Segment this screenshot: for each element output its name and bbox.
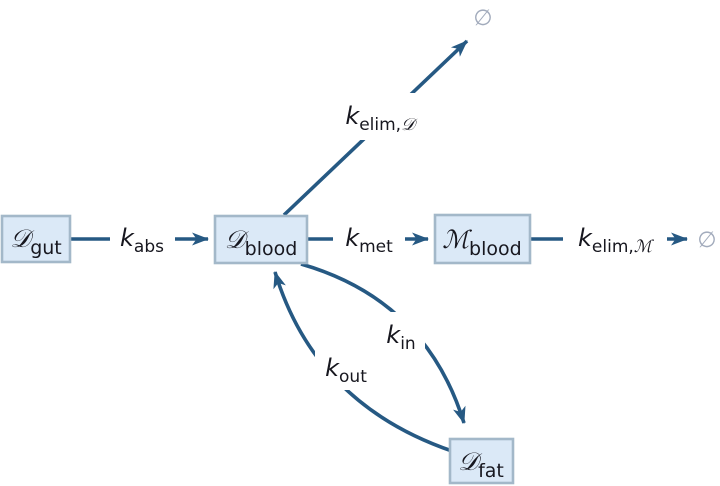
edge-label-box-k-met [333,215,405,262]
edge-label-k-abs: kabs [120,224,164,257]
sink-symbol-top: ∅ [473,6,492,31]
node-d-fat-box [448,437,515,485]
node-m-blood-box [433,213,532,265]
edge-labels: kabs kmet kelim,𝒟 kelim,ℳ kin kout [110,93,667,390]
nodes: 𝒟gut 𝒟blood ℳblood 𝒟fat [0,213,532,485]
node-m-blood-label: ℳblood [442,225,521,260]
edge-label-k-in: kin [386,321,415,354]
sink-symbol-right: ∅ [697,228,716,253]
edge-label-k-elim-m: kelim,ℳ [578,224,655,257]
edge-label-box-k-in [378,312,425,358]
node-d-gut-box [0,214,72,264]
edge-label-k-elim-d: kelim,𝒟 [345,102,418,135]
edge-label-box-k-elim-d [333,93,428,140]
edge-label-k-met: kmet [345,224,393,257]
node-d-blood-box [213,214,309,265]
sinks: ∅ ∅ [473,6,716,253]
edge-label-box-k-out [315,345,377,390]
edge-label-k-out: kout [325,354,367,387]
edge-label-box-k-abs [110,215,175,262]
edge-label-box-k-elim-m [563,215,667,262]
